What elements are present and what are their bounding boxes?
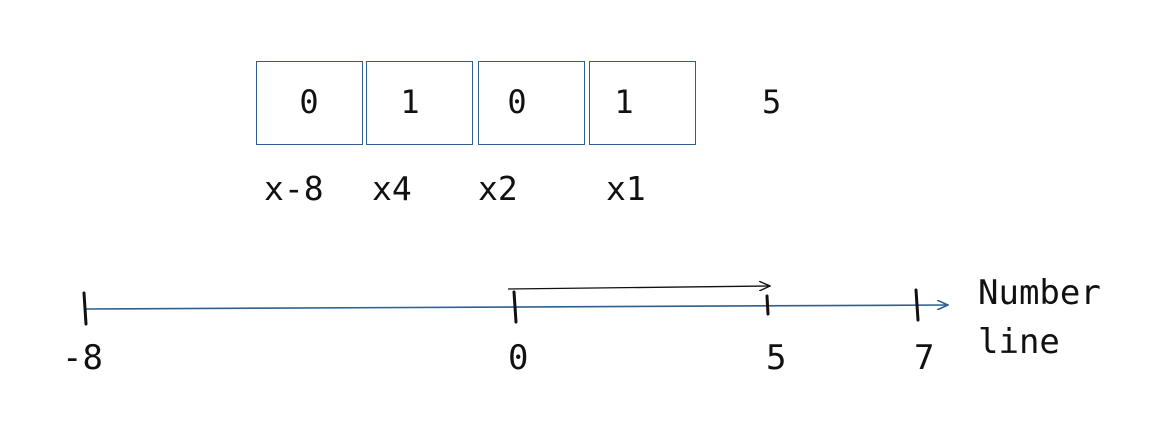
bit-box-2 [478,61,585,145]
tick-mark-7 [914,288,920,322]
bit-weight-2: x2 [478,169,518,208]
offset-arrow [507,286,769,289]
bit-digit-1: 1 [400,83,420,121]
tick-label-0: 0 [508,338,529,378]
result-value: 5 [762,83,782,121]
tick-label-7: 7 [914,338,935,378]
bit-box-1 [366,61,473,145]
tick-mark-neg8 [82,291,88,326]
bit-digit-0: 0 [299,83,319,121]
bit-box-0 [256,61,363,145]
bit-weight-3: x1 [606,169,646,208]
tick-mark-5 [765,294,770,316]
bit-weight-0: x-8 [264,169,324,208]
tick-label-neg8: -8 [62,338,103,378]
bit-digit-3: 1 [614,83,634,121]
bit-box-3 [589,61,696,145]
tick-label-5: 5 [766,338,787,378]
bit-weight-1: x4 [372,169,412,208]
number-line-label-line1: Number [978,273,1101,313]
tick-mark-0 [512,290,518,324]
number-line-label-line2: line [978,322,1060,362]
bit-digit-2: 0 [507,83,527,121]
